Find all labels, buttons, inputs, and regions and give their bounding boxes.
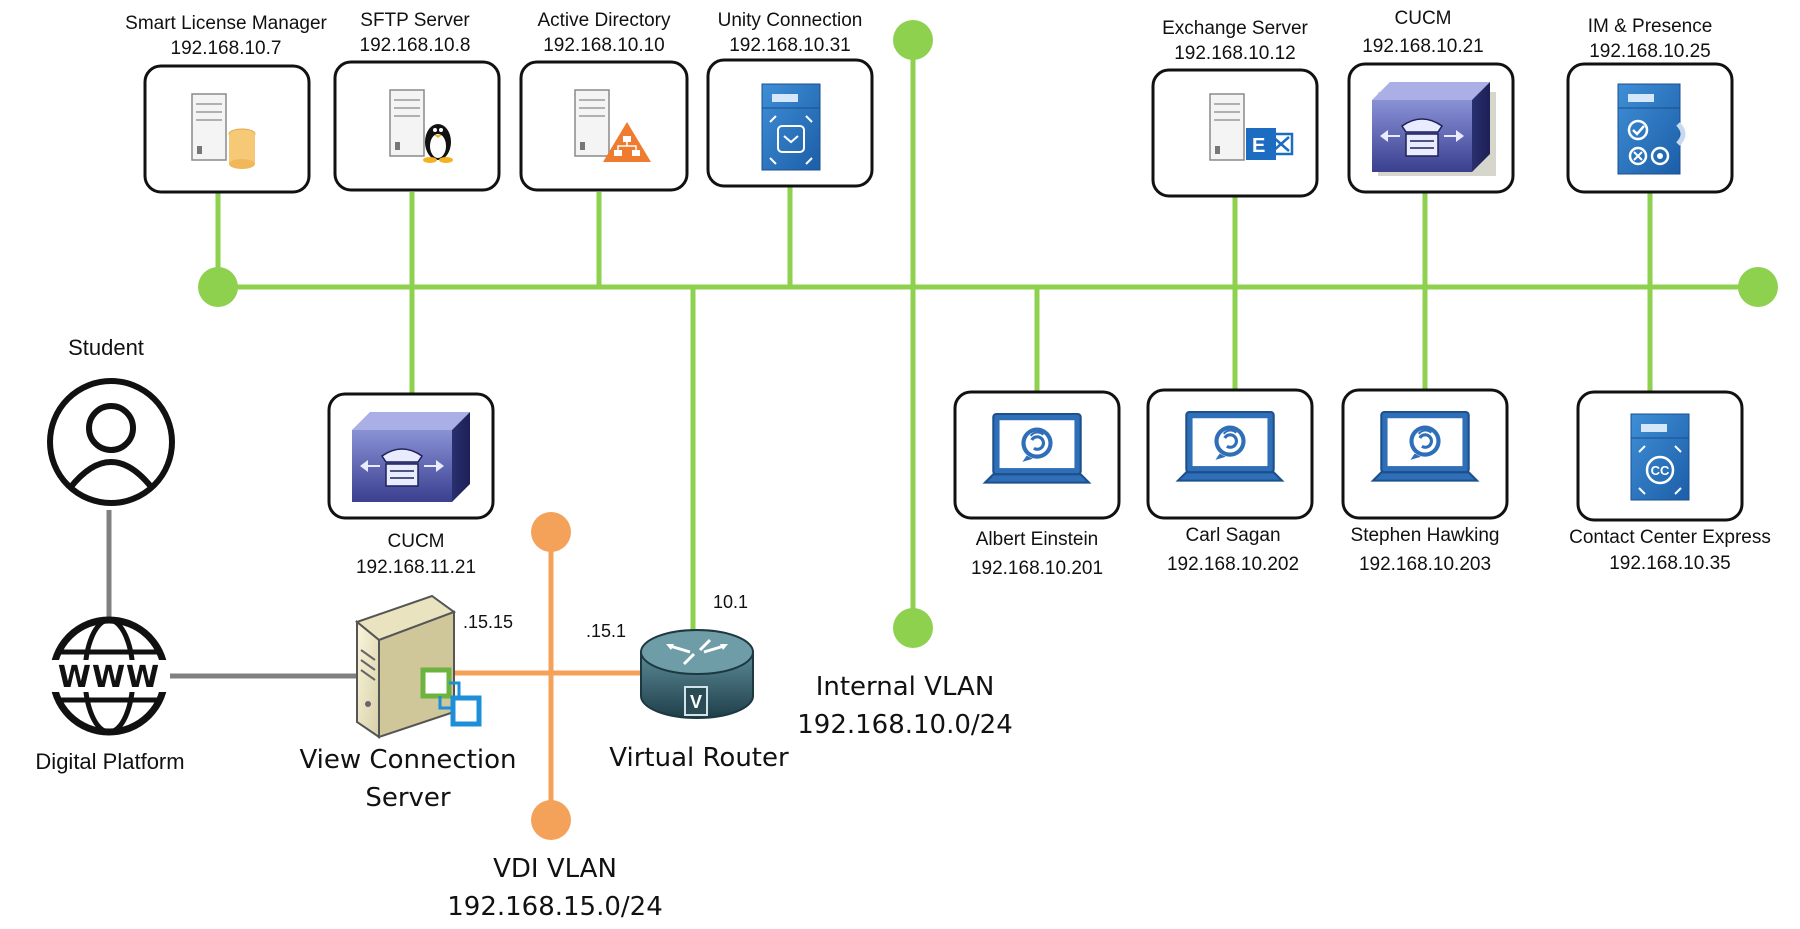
device-im-presence[interactable]: IM & Presence 192.168.10.25 (1566, 16, 1734, 194)
vdi-vlan-bus (455, 512, 648, 840)
server-database-icon (191, 93, 256, 169)
device-ip: 192.168.10.10 (543, 35, 665, 56)
device-ip: 192.168.10.31 (729, 35, 851, 56)
vdi-endpoint-top (531, 512, 571, 552)
server-linux-icon (389, 89, 453, 163)
server-active-directory-icon (574, 89, 651, 162)
device-name: Exchange Server (1162, 18, 1308, 39)
digital-platform-label: Digital Platform (35, 749, 184, 774)
router-internal-ip: 10.1 (713, 592, 748, 612)
server-exchange-icon: E (1209, 93, 1294, 161)
device-ip: 192.168.10.8 (360, 35, 471, 56)
svg-text:WWW: WWW (58, 660, 160, 695)
device-name: IM & Presence (1588, 16, 1713, 37)
device-ip: 192.168.10.12 (1174, 43, 1296, 64)
device-cucm-secondary[interactable]: CUCM 192.168.11.21 (327, 392, 495, 578)
svg-text:E: E (1252, 135, 1265, 157)
jabber-laptop-icon (1371, 410, 1479, 483)
device-active-directory[interactable]: Active Directory 192.168.10.10 (519, 10, 689, 192)
jabber-laptop-icon (983, 412, 1091, 485)
device-ip: 192.168.10.201 (971, 558, 1103, 579)
router-label: Virtual Router (609, 743, 789, 773)
device-name: Albert Einstein (976, 529, 1099, 550)
bus-endpoint-bottom (893, 608, 933, 648)
internal-vlan-name: Internal VLAN (816, 672, 995, 702)
device-cucm-primary[interactable]: CUCM 192.168.10.21 (1347, 8, 1515, 194)
vdi-endpoint-bottom (531, 800, 571, 840)
internal-vlan-bus (198, 20, 1778, 648)
device-ip: 192.168.10.21 (1362, 36, 1484, 57)
call-manager-icon (1371, 81, 1496, 176)
view-server-label-line2: Server (365, 783, 451, 813)
device-ip: 192.168.10.25 (1589, 41, 1711, 62)
device-unity-connection[interactable]: Unity Connection 192.168.10.31 (706, 10, 874, 188)
unity-connection-icon (761, 83, 821, 171)
svg-text:V: V (690, 692, 702, 712)
internal-vlan-subnet: 192.168.10.0/24 (797, 710, 1013, 740)
device-card[interactable] (143, 64, 311, 194)
view-connection-server-node[interactable]: .15.15 View Connection Server (299, 594, 517, 813)
student-node[interactable]: Student (47, 335, 175, 506)
device-ip: 192.168.10.7 (171, 38, 282, 59)
device-name: Contact Center Express (1569, 527, 1771, 548)
device-carl-sagan[interactable]: Carl Sagan 192.168.10.202 (1146, 388, 1314, 575)
device-name: CUCM (1395, 8, 1452, 29)
view-connection-server-icon (354, 594, 482, 739)
device-name: CUCM (388, 531, 445, 552)
contact-center-icon: CC (1630, 413, 1690, 501)
view-server-label-line1: View Connection (299, 745, 516, 775)
im-presence-icon (1617, 83, 1686, 175)
device-ip: 192.168.11.21 (356, 557, 476, 578)
device-albert-einstein[interactable]: Albert Einstein 192.168.10.201 (953, 390, 1121, 579)
www-globe-icon: WWW (48, 616, 170, 736)
student-label: Student (68, 335, 144, 360)
device-name: Smart License Manager (125, 13, 327, 34)
device-name: Stephen Hawking (1351, 525, 1500, 546)
access-links (106, 510, 356, 679)
bus-endpoint-top (893, 20, 933, 60)
virtual-router-node[interactable]: V .15.1 10.1 Virtual Router (586, 592, 789, 773)
device-name: Unity Connection (718, 10, 863, 31)
device-sftp-server[interactable]: SFTP Server 192.168.10.8 (333, 10, 501, 192)
device-contact-center-express[interactable]: CC Contact Center Express 192.168.10.35 (1569, 390, 1771, 574)
device-name: Carl Sagan (1185, 525, 1280, 546)
vdi-vlan-label: VDI VLAN 192.168.15.0/24 (447, 854, 663, 922)
vdi-vlan-name: VDI VLAN (493, 854, 617, 884)
router-vdi-ip: .15.1 (586, 621, 626, 641)
virtual-router-icon: V (640, 629, 754, 719)
device-ip: 192.168.10.203 (1359, 554, 1491, 575)
call-manager-icon (351, 411, 471, 503)
internal-vlan-label: Internal VLAN 192.168.10.0/24 (797, 672, 1013, 740)
user-icon (47, 378, 175, 506)
view-server-ip-suffix: .15.15 (463, 612, 513, 632)
bus-endpoint-right (1738, 267, 1778, 307)
device-name: SFTP Server (360, 10, 470, 31)
vdi-vlan-subnet: 192.168.15.0/24 (447, 892, 663, 922)
device-name: Active Directory (537, 10, 671, 31)
device-smart-license-manager[interactable]: Smart License Manager 192.168.10.7 (125, 13, 328, 194)
device-ip: 192.168.10.35 (1609, 553, 1731, 574)
device-stephen-hawking[interactable]: Stephen Hawking 192.168.10.203 (1341, 388, 1509, 575)
svg-text:CC: CC (1651, 463, 1670, 478)
jabber-laptop-icon (1176, 410, 1284, 483)
device-ip: 192.168.10.202 (1167, 554, 1299, 575)
digital-platform-node[interactable]: WWW Digital Platform (35, 616, 185, 774)
device-exchange-server[interactable]: Exchange Server 192.168.10.12 E (1151, 18, 1319, 198)
